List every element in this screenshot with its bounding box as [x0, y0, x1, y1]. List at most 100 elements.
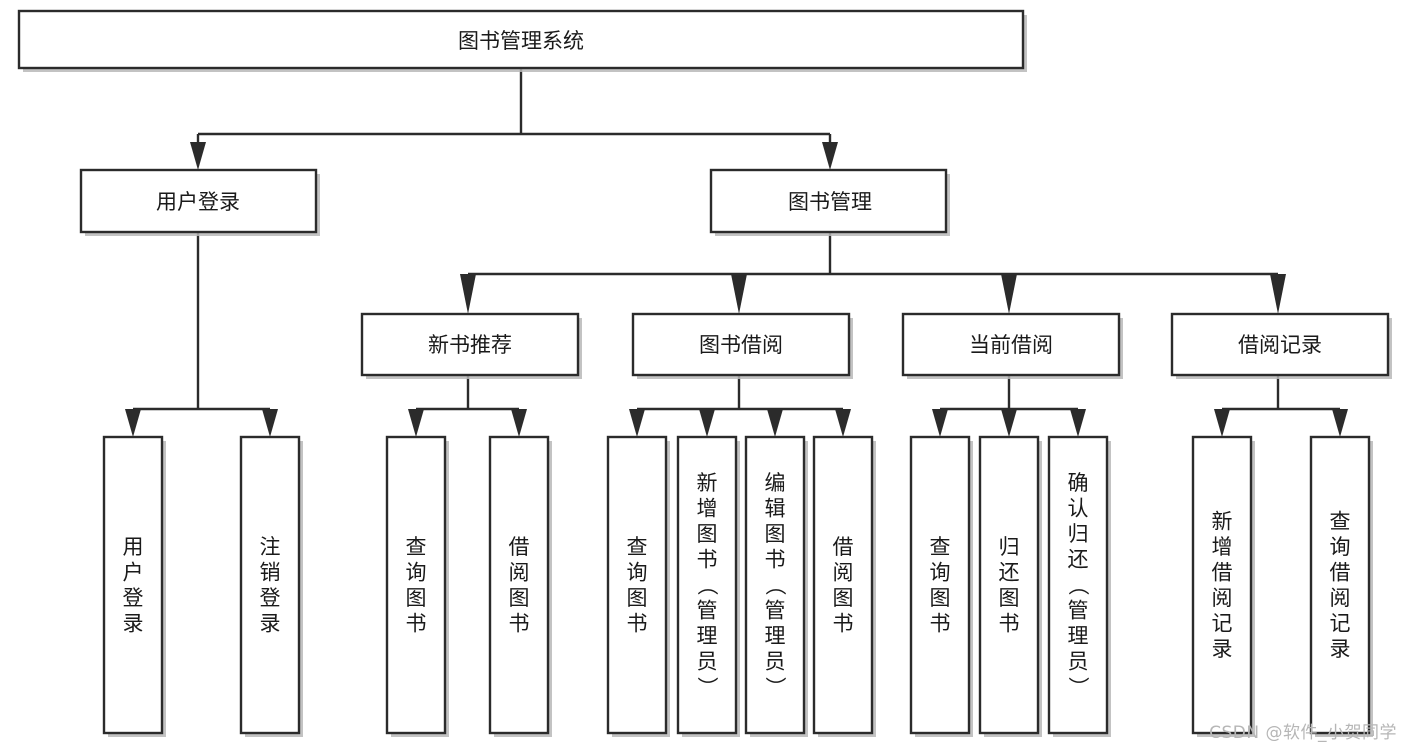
svg-text:图: 图	[999, 586, 1020, 610]
arrow-book-manage-child-4	[1270, 274, 1286, 314]
svg-text:图: 图	[930, 586, 951, 610]
svg-text:图: 图	[833, 586, 854, 610]
svg-text:图: 图	[765, 522, 786, 546]
svg-text:新: 新	[697, 471, 718, 495]
leaf-borrow-book-2-rect	[812, 435, 874, 735]
arrow-borrow-child-1	[629, 409, 645, 437]
svg-text:书: 书	[697, 548, 718, 572]
node-new-book-recommend-rect	[360, 312, 580, 377]
svg-text:）: ）	[1066, 677, 1090, 698]
svg-text:录: 录	[1330, 637, 1351, 661]
svg-text:阅: 阅	[1330, 586, 1351, 610]
node-borrow-record-label: 借阅记录	[1238, 333, 1322, 357]
node-current-borrow-rect	[901, 312, 1121, 377]
node-book-manage[interactable]: 图书管理	[709, 168, 950, 236]
node-book-borrow-rect	[631, 312, 851, 377]
svg-text:（: （	[763, 575, 787, 596]
svg-text:员: 员	[697, 650, 718, 674]
svg-text:还: 还	[1068, 548, 1089, 572]
svg-text:（: （	[695, 575, 719, 596]
arrow-current-child-1	[932, 409, 948, 437]
svg-text:图: 图	[509, 586, 530, 610]
svg-text:理: 理	[1068, 624, 1089, 648]
node-root[interactable]: 图书管理系统	[17, 9, 1027, 72]
svg-text:查: 查	[930, 535, 951, 559]
svg-text:员: 员	[1068, 650, 1089, 674]
arrow-borrow-child-3	[767, 409, 783, 437]
arrow-user-login-child-2	[262, 409, 278, 437]
svg-text:归: 归	[1068, 522, 1089, 546]
svg-text:书: 书	[999, 611, 1020, 635]
leaf-query-book-1-rect	[385, 435, 447, 735]
svg-text:借: 借	[833, 535, 854, 559]
node-new-book-recommend[interactable]: 新书推荐	[360, 312, 582, 379]
svg-text:认: 认	[1068, 497, 1089, 521]
svg-text:登: 登	[123, 586, 144, 610]
svg-text:（: （	[1066, 575, 1090, 596]
arrow-current-child-2	[1001, 409, 1017, 437]
svg-text:书: 书	[509, 611, 530, 635]
leaf-edit-book-rect	[744, 435, 806, 735]
leaf-return-book-rect	[978, 435, 1040, 735]
svg-text:还: 还	[999, 560, 1020, 584]
arrow-record-child-2	[1332, 409, 1348, 437]
svg-text:查: 查	[627, 535, 648, 559]
arrow-borrow-child-4	[835, 409, 851, 437]
svg-text:录: 录	[123, 611, 144, 635]
csdn-watermark: CSDN @软件_小贺同学	[1209, 723, 1397, 743]
node-book-borrow[interactable]: 图书借阅	[631, 312, 853, 379]
node-current-borrow[interactable]: 当前借阅	[901, 312, 1123, 379]
svg-text:记: 记	[1330, 611, 1351, 635]
arrow-book-manage-child-2	[731, 274, 747, 314]
svg-text:理: 理	[697, 624, 718, 648]
svg-text:图: 图	[406, 586, 427, 610]
arrow-borrow-child-2	[699, 409, 715, 437]
leaf-borrow-book-1-rect	[488, 435, 550, 735]
svg-text:员: 员	[765, 650, 786, 674]
node-borrow-record[interactable]: 借阅记录	[1170, 312, 1392, 379]
node-new-book-recommend-label: 新书推荐	[428, 333, 512, 357]
svg-text:记: 记	[1212, 611, 1233, 635]
leaf-user-login[interactable]: 用户登录	[102, 435, 166, 737]
node-user-login[interactable]: 用户登录	[79, 168, 320, 236]
svg-text:注: 注	[260, 535, 281, 559]
svg-text:辑: 辑	[765, 497, 786, 521]
svg-text:借: 借	[509, 535, 530, 559]
svg-text:增: 增	[697, 497, 718, 521]
svg-text:阅: 阅	[833, 560, 854, 584]
arrow-book-manage-child-3	[1001, 274, 1017, 314]
leaf-user-login-label: 用户登录	[123, 535, 144, 636]
arrow-recommend-child-1	[408, 409, 424, 437]
node-book-borrow-label: 图书借阅	[699, 333, 783, 357]
svg-text:阅: 阅	[509, 560, 530, 584]
svg-text:管: 管	[765, 599, 786, 623]
svg-text:书: 书	[930, 611, 951, 635]
leaf-query-book-3-rect	[909, 435, 971, 735]
arrow-user-login-child-1	[125, 409, 141, 437]
svg-text:借: 借	[1330, 560, 1351, 584]
arrow-root-to-book-manage	[822, 142, 838, 170]
svg-text:归: 归	[999, 535, 1020, 559]
